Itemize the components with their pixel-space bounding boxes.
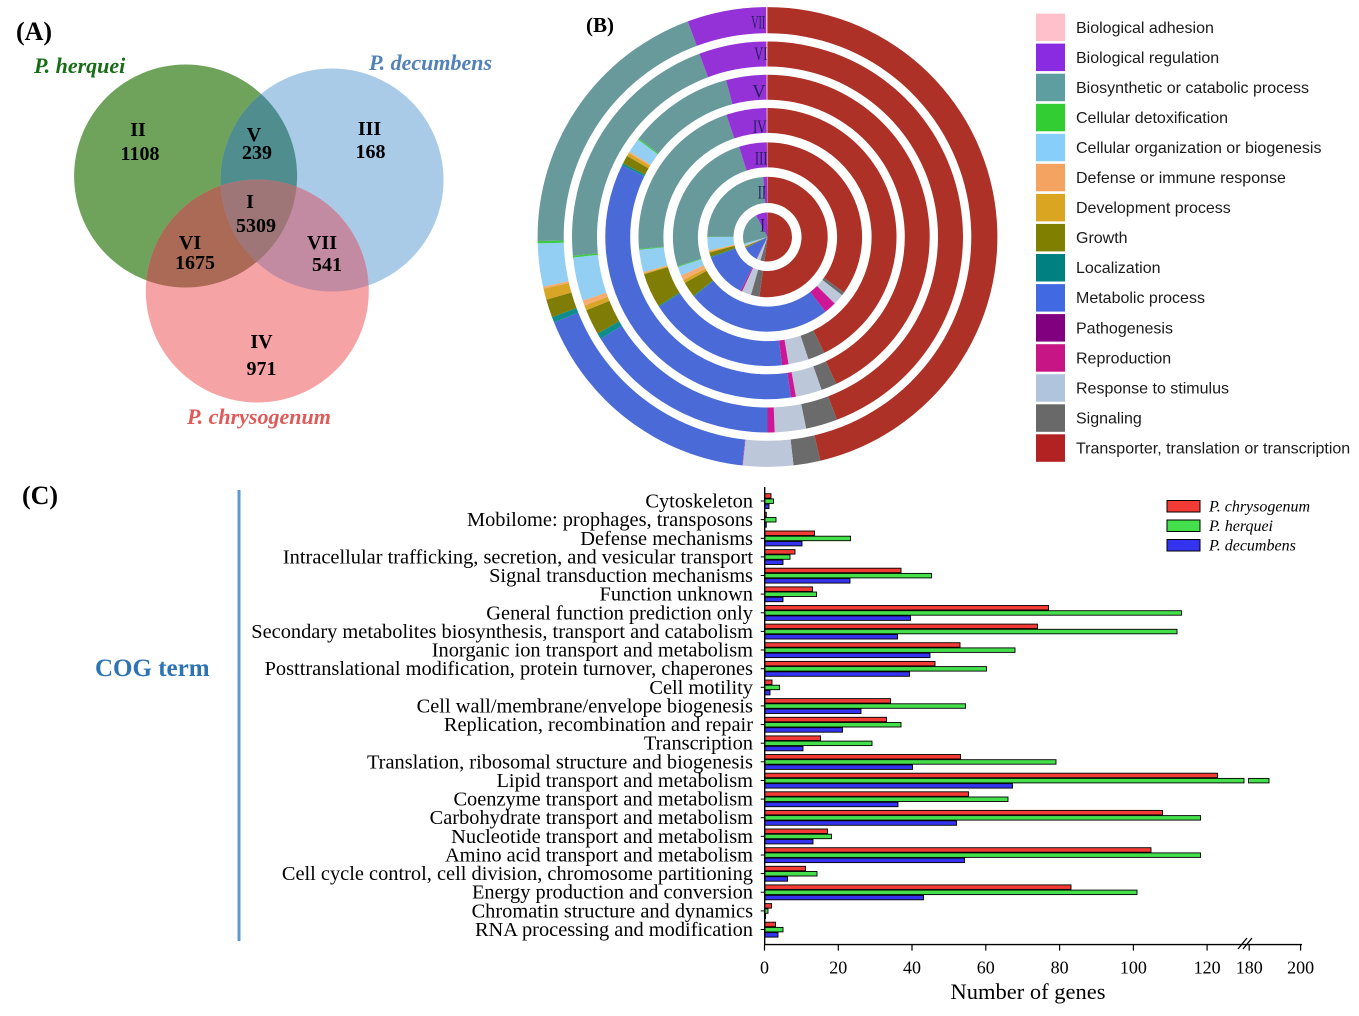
svg-text:Cell wall/membrane/envelope bi: Cell wall/membrane/envelope biogenesis — [417, 695, 753, 717]
svg-text:I: I — [760, 215, 765, 236]
svg-text:239: 239 — [242, 142, 272, 164]
svg-text:Transcription: Transcription — [644, 733, 753, 755]
svg-text:120: 120 — [1194, 958, 1221, 978]
svg-text:168: 168 — [356, 141, 386, 163]
svg-text:COG term: COG term — [95, 655, 210, 682]
svg-text:IV: IV — [753, 117, 767, 138]
svg-text:V: V — [752, 82, 765, 103]
svg-text:Pathogenesis: Pathogenesis — [1076, 320, 1173, 337]
svg-text:VII: VII — [307, 232, 337, 254]
svg-text:Energy production and conversi: Energy production and conversion — [472, 882, 753, 904]
svg-text:1675: 1675 — [175, 252, 215, 274]
svg-text:1108: 1108 — [121, 143, 160, 165]
svg-text:Mobilome: prophages, transposo: Mobilome: prophages, transposons — [467, 509, 753, 531]
svg-text:P. herquei: P. herquei — [33, 53, 126, 78]
svg-text:20: 20 — [829, 958, 847, 978]
svg-text:Biological regulation: Biological regulation — [1076, 50, 1219, 67]
svg-text:Secondary metabolites biosynth: Secondary metabolites biosynthesis, tran… — [251, 621, 753, 643]
svg-text:II: II — [130, 119, 146, 141]
svg-text:0: 0 — [760, 958, 769, 978]
svg-text:100: 100 — [1120, 958, 1147, 978]
svg-text:Cellular organization or bioge: Cellular organization or biogenesis — [1076, 140, 1321, 157]
svg-text:Signal transduction mechanisms: Signal transduction mechanisms — [489, 565, 753, 587]
svg-text:60: 60 — [977, 958, 995, 978]
svg-text:(B): (B) — [586, 13, 614, 37]
svg-text:Cell cycle control, cell divis: Cell cycle control, cell division, chrom… — [282, 863, 753, 885]
svg-text:P. herquei: P. herquei — [1208, 518, 1273, 535]
svg-text:Number of genes: Number of genes — [951, 979, 1106, 1004]
svg-text:541: 541 — [312, 254, 342, 276]
svg-text:Reproduction: Reproduction — [1076, 350, 1171, 367]
svg-text:Cellular detoxification: Cellular detoxification — [1076, 110, 1228, 127]
svg-text:Biosynthetic or catabolic proc: Biosynthetic or catabolic process — [1076, 80, 1309, 97]
svg-text:80: 80 — [1051, 958, 1069, 978]
svg-text:P. chrysogenum: P. chrysogenum — [186, 404, 331, 429]
svg-text:Nucleotide transport and metab: Nucleotide transport and metabolism — [451, 826, 753, 848]
svg-text:V: V — [247, 124, 262, 146]
svg-text:Lipid transport and metabolism: Lipid transport and metabolism — [496, 770, 753, 792]
svg-text:IV: IV — [250, 331, 273, 353]
svg-text:Defense mechanisms: Defense mechanisms — [580, 528, 753, 550]
svg-text:VI: VI — [754, 44, 767, 65]
svg-text:(C): (C) — [22, 481, 58, 510]
svg-text:40: 40 — [903, 958, 921, 978]
svg-text:180: 180 — [1236, 958, 1263, 978]
svg-text:Response to stimulus: Response to stimulus — [1076, 380, 1229, 397]
svg-text:General function prediction on: General function prediction only — [486, 602, 753, 624]
svg-text:Amino acid transport and metab: Amino acid transport and metabolism — [445, 845, 753, 867]
svg-text:P. decumbens: P. decumbens — [368, 50, 492, 75]
svg-text:II: II — [758, 182, 766, 203]
svg-text:Growth: Growth — [1076, 230, 1128, 247]
svg-text:Coenzyme transport and metabol: Coenzyme transport and metabolism — [453, 789, 753, 811]
svg-text:5309: 5309 — [236, 215, 276, 237]
svg-text:VI: VI — [179, 232, 201, 254]
svg-text:971: 971 — [247, 358, 277, 380]
svg-text:Inorganic ion transport and me: Inorganic ion transport and metabolism — [432, 640, 753, 662]
svg-text:Cell motility: Cell motility — [649, 677, 753, 699]
svg-text:Cytoskeleton: Cytoskeleton — [645, 491, 753, 513]
svg-text:III: III — [755, 149, 768, 170]
svg-text:Carbohydrate transport and met: Carbohydrate transport and metabolism — [430, 807, 753, 829]
svg-text:Development process: Development process — [1076, 200, 1231, 217]
svg-text:Signaling: Signaling — [1076, 411, 1142, 428]
svg-text:I: I — [246, 191, 254, 213]
svg-text:VII: VII — [751, 12, 765, 33]
svg-text:(A): (A) — [16, 17, 52, 46]
svg-text:RNA processing and modificatio: RNA processing and modification — [475, 919, 753, 941]
svg-text:Function unknown: Function unknown — [600, 584, 754, 606]
svg-text:P. chrysogenum: P. chrysogenum — [1208, 499, 1310, 516]
svg-text:Defense or immune response: Defense or immune response — [1076, 170, 1286, 187]
svg-text:Translation, ribosomal structu: Translation, ribosomal structure and bio… — [367, 751, 753, 773]
svg-text:Biological adhesion: Biological adhesion — [1076, 20, 1214, 37]
svg-text:Intracellular trafficking, sec: Intracellular trafficking, secretion, an… — [283, 546, 753, 568]
svg-text:Metabolic process: Metabolic process — [1076, 290, 1205, 307]
svg-text:Replication, recombination and: Replication, recombination and repair — [444, 714, 753, 736]
svg-text:III: III — [358, 118, 382, 140]
svg-text:Transporter, translation or tr: Transporter, translation or transcriptio… — [1076, 441, 1350, 458]
svg-text:200: 200 — [1287, 958, 1314, 978]
svg-text:Chromatin structure and dynami: Chromatin structure and dynamics — [472, 900, 754, 922]
svg-text:Posttranslational modification: Posttranslational modification, protein … — [265, 658, 753, 680]
svg-text:P. decumbens: P. decumbens — [1208, 538, 1296, 555]
svg-text:Localization: Localization — [1076, 260, 1161, 277]
